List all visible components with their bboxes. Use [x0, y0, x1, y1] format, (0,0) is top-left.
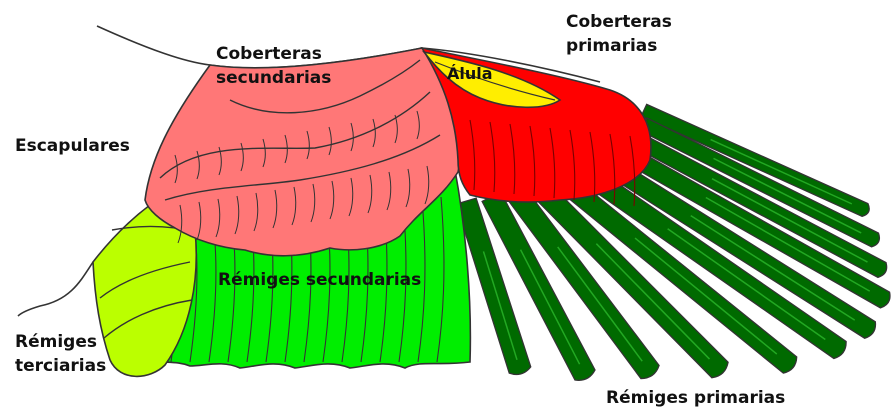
label-coberteras-secundarias-line-2: secundarias	[216, 66, 331, 90]
scapular-outline	[18, 262, 93, 316]
label-remiges-primarias: Rémiges primarias	[606, 386, 785, 410]
label-coberteras-secundarias-line-1: Coberteras	[216, 42, 331, 66]
label-coberteras-secundarias: Coberteras secundarias	[216, 42, 331, 90]
label-remiges-secundarias: Rémiges secundarias	[218, 268, 421, 292]
label-remiges-terciarias: Rémiges terciarias	[15, 330, 106, 378]
label-escapulares: Escapulares	[15, 134, 130, 158]
label-coberteras-primarias: Coberteras primarias	[566, 10, 672, 58]
label-alula: Álula	[447, 62, 493, 86]
label-coberteras-primarias-line-1: Coberteras	[566, 10, 672, 34]
label-remiges-terciarias-line-2: terciarias	[15, 354, 106, 378]
label-coberteras-primarias-line-2: primarias	[566, 34, 672, 58]
label-remiges-terciarias-line-1: Rémiges	[15, 330, 106, 354]
